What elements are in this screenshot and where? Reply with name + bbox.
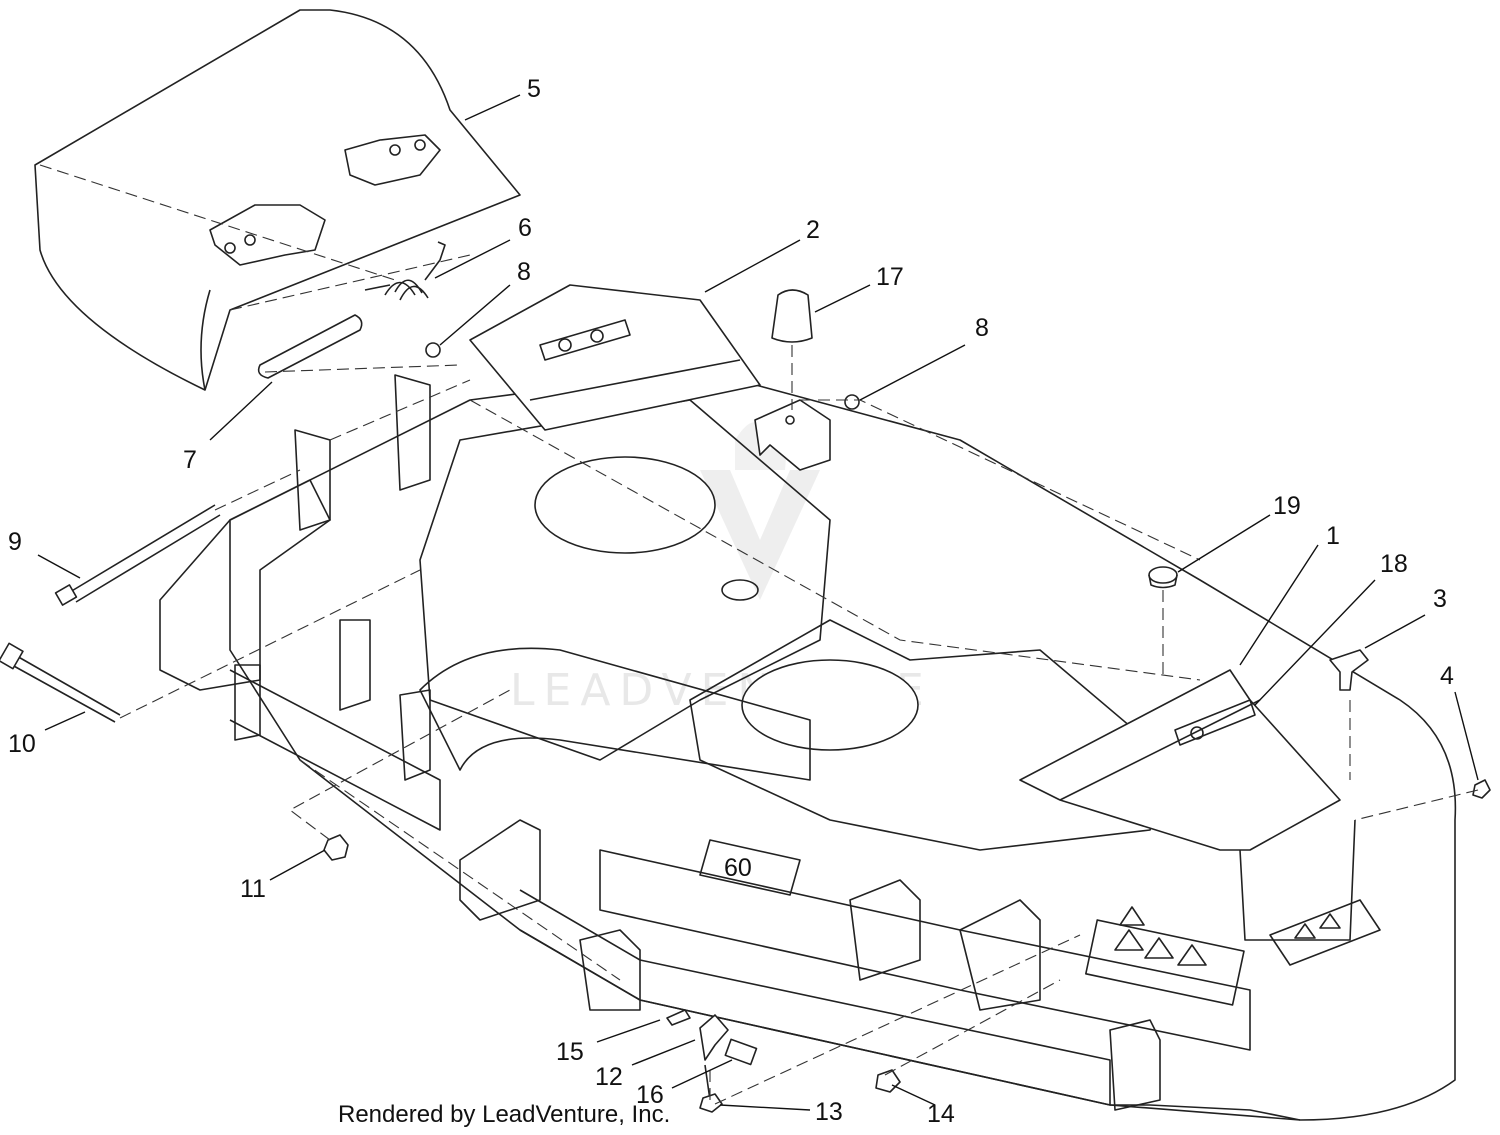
callout-4: 4: [1440, 662, 1454, 690]
discharge-chute: [34, 9, 521, 391]
mower-deck: 60: [159, 369, 1457, 1121]
callout-9: 9: [8, 528, 22, 556]
callout-8a: 8: [517, 258, 531, 286]
callout-6: 6: [518, 214, 532, 242]
callout-13: 13: [815, 1098, 843, 1126]
callout-8b: 8: [975, 314, 989, 342]
callout-3: 3: [1433, 585, 1447, 613]
callout-19: 19: [1273, 492, 1301, 520]
spring-icon: [364, 241, 446, 301]
belt-cover-center: [469, 284, 761, 431]
callout-15: 15: [556, 1038, 584, 1066]
footer-credit: Rendered by LeadVenture, Inc.: [338, 1101, 670, 1128]
callout-16: 16: [636, 1081, 664, 1109]
assembly-lines: [39, 164, 1479, 1105]
callout-11: 11: [240, 875, 266, 903]
hardware: [0, 289, 1491, 1113]
callout-7: 7: [183, 446, 197, 474]
mount-bracket: [754, 399, 831, 471]
callouts: 1 2 3 4 5 6 7 8 8 9 10 11 12 13 14 15 16…: [8, 75, 1454, 1128]
callout-17: 17: [876, 263, 904, 291]
deck-size-label: 60: [724, 854, 752, 882]
callout-2: 2: [806, 216, 820, 244]
callout-14: 14: [927, 1100, 955, 1128]
callout-5: 5: [527, 75, 541, 103]
callout-18: 18: [1380, 550, 1408, 578]
callout-10: 10: [8, 730, 36, 758]
callout-12: 12: [595, 1063, 623, 1091]
callout-leaders: [37, 94, 1479, 1111]
callout-1: 1: [1326, 522, 1340, 550]
belt-cover-right: [1019, 669, 1356, 941]
